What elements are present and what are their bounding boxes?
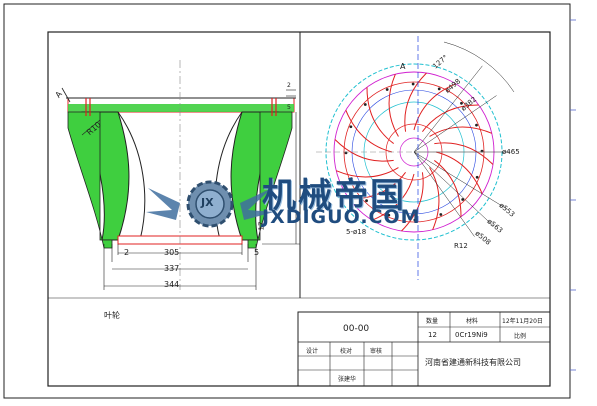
dim-344: 344: [164, 280, 180, 289]
hdr-qty: 数量: [426, 318, 439, 325]
dim-5-top: 5: [287, 104, 291, 111]
hdr-date: 12年11月20日: [502, 318, 543, 325]
scale-label: 比例: [514, 333, 527, 340]
title-block: [297, 311, 551, 387]
blade-mark: [475, 123, 478, 127]
blade-mark: [387, 213, 391, 217]
impeller-blade: [349, 172, 406, 200]
blade-mark: [413, 218, 417, 222]
impeller-blade: [413, 83, 457, 131]
impeller-blade: [434, 160, 462, 217]
checker-label: 校对: [340, 348, 353, 355]
right-shroud: [247, 111, 293, 249]
dim-2: 2: [124, 248, 130, 257]
impeller-blade: [336, 167, 399, 178]
blade-mark: [461, 198, 465, 201]
watermark-cn: 机械帝国: [262, 176, 406, 216]
dim-5: 5: [254, 248, 260, 257]
watermark-badge: JX: [201, 196, 214, 209]
title-block-frame: [297, 311, 551, 387]
radial-dim-line: [413, 65, 483, 153]
blade-mark: [385, 88, 389, 91]
flange-fill: [68, 104, 294, 112]
impeller-blade: [422, 104, 479, 132]
left-shroud: [67, 111, 113, 249]
radial-dim-line: [413, 151, 508, 210]
dim-r12: R12: [454, 242, 468, 250]
material-value: 0Cr19Ni9: [455, 331, 488, 339]
dim-2-top: 2: [287, 82, 291, 89]
company-name: 河南省建通新科技有限公司: [425, 358, 521, 367]
impeller-blade: [366, 87, 394, 144]
impeller-blade: [388, 74, 399, 137]
impeller-blade: [435, 151, 483, 195]
drawing-number: 00-00: [343, 324, 370, 334]
radial-dim-line: [413, 151, 475, 237]
leader-r10: [81, 119, 101, 136]
sheet-border: [3, 3, 571, 399]
dim-337: 337: [164, 264, 180, 273]
drafter-name: 张建华: [338, 376, 357, 383]
angle-arc: [443, 41, 515, 93]
hdr-material: 材料: [466, 318, 479, 325]
dim-holes: 5-ø18: [346, 228, 367, 236]
impeller-blade: [345, 109, 393, 153]
blade-mark: [349, 125, 353, 129]
radial-dim-line: [413, 95, 497, 153]
blade-mark: [475, 175, 479, 179]
blade-mark: [363, 103, 367, 106]
dim-305: 305: [164, 248, 180, 257]
impeller-mark: A: [400, 62, 406, 71]
part-name: 叶轮: [104, 311, 120, 320]
blade-mark: [350, 177, 353, 181]
dim-phi465: ø465: [502, 148, 520, 156]
blade-mark: [460, 101, 463, 105]
impeller-blade: [404, 72, 427, 132]
wing-left-icon: [146, 188, 180, 220]
watermark-logo: [146, 180, 274, 228]
impeller-blade: [434, 142, 494, 165]
blade-mark: [439, 213, 443, 216]
impeller-blade: [429, 126, 492, 137]
watermark-en: JXDIGUO.COM: [262, 206, 421, 228]
gear-hub-icon: [195, 189, 225, 219]
blade-mark: [411, 82, 415, 86]
impeller-blade: [334, 139, 394, 162]
blade-mark: [365, 199, 368, 203]
wing-right-icon: [240, 188, 274, 220]
impeller-blade: [401, 172, 424, 232]
approver-label: 审核: [370, 348, 383, 355]
impeller-view: [316, 36, 515, 280]
impeller-blade: [371, 173, 415, 221]
blade-mark: [437, 87, 441, 91]
qty-value: 12: [428, 331, 437, 339]
designer-label: 设计: [306, 348, 319, 355]
impeller-blade: [429, 167, 440, 230]
section-arrow: [61, 87, 71, 103]
radial-dim-line: [413, 151, 494, 226]
